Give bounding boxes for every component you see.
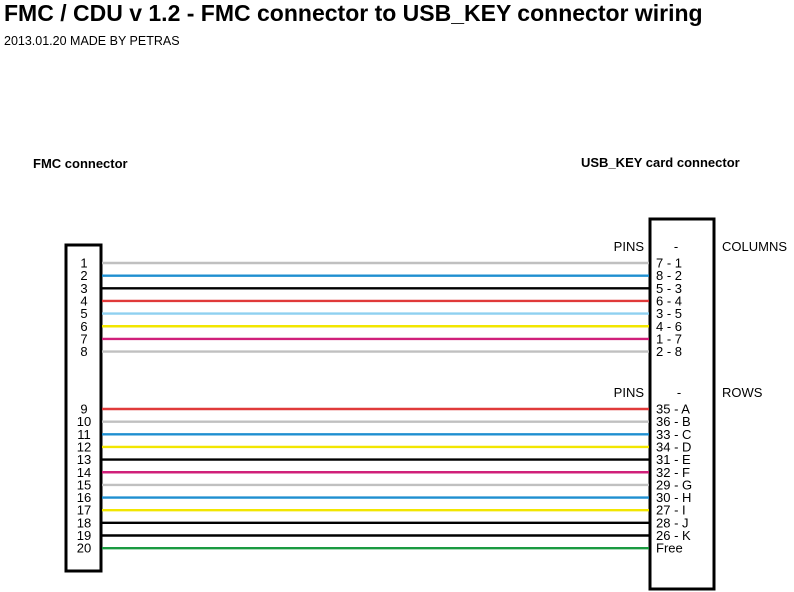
fmc-pin-label: 15 <box>77 477 91 492</box>
usb-pin-label: 35 - A <box>656 402 690 417</box>
usb-pin-label: 30 - H <box>656 490 691 505</box>
usb-pin-label: 7 - 1 <box>656 256 682 271</box>
usb-pin-label: 28 - J <box>656 515 689 530</box>
fmc-pin-label: 18 <box>77 515 91 530</box>
columns-header: COLUMNS <box>722 239 787 254</box>
usb-key-connector-label: USB_KEY card connector <box>581 155 740 170</box>
fmc-pin-label: 20 <box>77 541 91 556</box>
fmc-pin-label: 4 <box>80 293 87 308</box>
page-subtitle: 2013.01.20 MADE BY PETRAS <box>4 34 180 48</box>
usb-pin-label: 29 - G <box>656 477 692 492</box>
fmc-pin-label: 8 <box>80 344 87 359</box>
fmc-pin-label: 2 <box>80 268 87 283</box>
fmc-connector-label: FMC connector <box>33 156 128 171</box>
fmc-pin-label: 16 <box>77 490 91 505</box>
fmc-pin-label: 5 <box>80 306 87 321</box>
usb-pin-label: 32 - F <box>656 465 690 480</box>
fmc-pin-label: 17 <box>77 503 91 518</box>
fmc-pin-label: 19 <box>77 528 91 543</box>
usb-pin-label: 36 - B <box>656 414 691 429</box>
fmc-pin-label: 12 <box>77 439 91 454</box>
fmc-pin-label: 7 <box>80 331 87 346</box>
page-title: FMC / CDU v 1.2 - FMC connector to USB_K… <box>4 0 703 26</box>
usb-pin-label: 31 - E <box>656 452 691 467</box>
usb-pin-label: 2 - 8 <box>656 344 682 359</box>
fmc-pin-label: 9 <box>80 402 87 417</box>
usb-pin-label: 5 - 3 <box>656 281 682 296</box>
usb-pin-label: 1 - 7 <box>656 331 682 346</box>
usb-pin-label: 34 - D <box>656 439 691 454</box>
usb-pin-label: 4 - 6 <box>656 319 682 334</box>
column-dash-header: - <box>674 239 678 254</box>
usb-key-connector-box <box>648 217 716 591</box>
usb-pin-label: 33 - C <box>656 427 691 442</box>
fmc-pin-label: 11 <box>77 427 91 442</box>
fmc-connector-box <box>64 243 103 573</box>
fmc-pin-label: 10 <box>77 414 91 429</box>
usb-pin-label: 3 - 5 <box>656 306 682 321</box>
column-pins-header: PINS <box>614 239 645 254</box>
usb-pin-label: 27 - I <box>656 503 686 518</box>
fmc-pin-label: 13 <box>77 452 91 467</box>
fmc-pin-label: 6 <box>80 319 87 334</box>
row-pins-header: PINS <box>614 385 645 400</box>
rows-header: ROWS <box>722 385 763 400</box>
fmc-pin-label: 14 <box>77 465 91 480</box>
usb-pin-label: 26 - K <box>656 528 691 543</box>
fmc-pin-label: 1 <box>80 256 87 271</box>
usb-pin-label: Free <box>656 541 683 556</box>
usb-pin-label: 8 - 2 <box>656 268 682 283</box>
fmc-pin-label: 3 <box>80 281 87 296</box>
usb-pin-label: 6 - 4 <box>656 293 682 308</box>
row-dash-header: - <box>677 385 681 400</box>
